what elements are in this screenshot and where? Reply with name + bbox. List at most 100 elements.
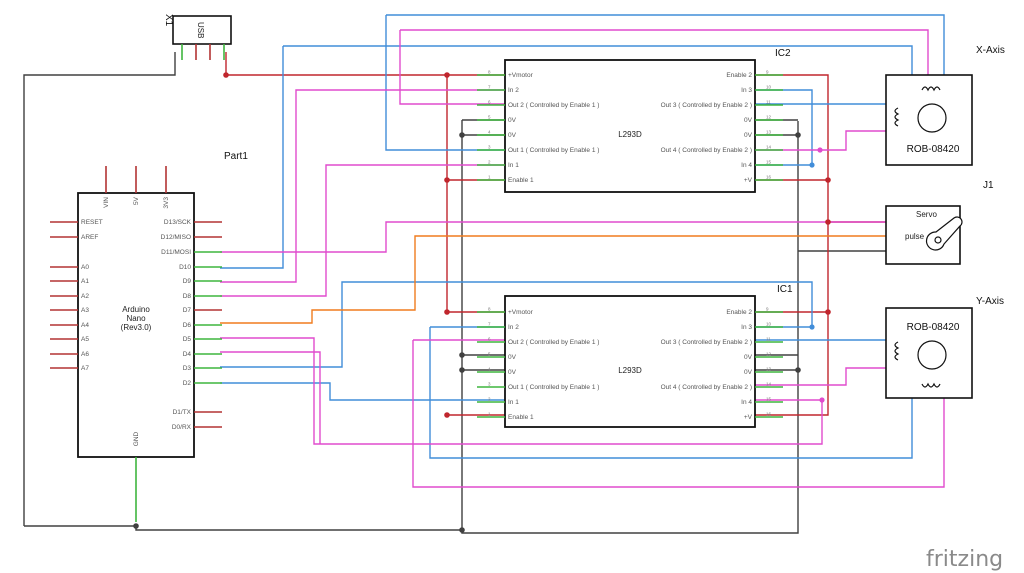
chip-pin-number: 16 bbox=[766, 175, 772, 180]
chip-pin-number: 14 bbox=[766, 145, 772, 150]
chip-pin-number: 15 bbox=[766, 397, 772, 402]
ic1-ref: IC1 bbox=[777, 284, 793, 295]
arduino-pin-label: RESET bbox=[81, 219, 103, 226]
arduino-name-line: (Rev3.0) bbox=[121, 323, 152, 332]
chip-pin-label: 0V bbox=[508, 369, 517, 376]
chip-pin-number: 7 bbox=[488, 322, 491, 327]
arduino-pin-label: AREF bbox=[81, 234, 98, 241]
chip-pin-number: 11 bbox=[766, 100, 771, 105]
ic2-body bbox=[504, 59, 756, 193]
chip-pin-label: 0V bbox=[744, 369, 753, 376]
arduino-right-pins: D13/SCKD12/MISOD11/MOSID10D9D8D7D6D5D4D3… bbox=[161, 219, 222, 431]
chip-pin-label: Out 3 ( Controlled by Enable 2 ) bbox=[661, 102, 752, 109]
wires bbox=[23, 14, 945, 534]
chip-pin-label: +V bbox=[744, 177, 753, 184]
arduino-pin-label: A3 bbox=[81, 307, 89, 314]
arduino-pin-label: 5V bbox=[133, 196, 140, 205]
stepper-x-axis[interactable]: X-Axis ROB-08420 bbox=[885, 45, 1005, 166]
usb-connector-x1[interactable]: X1 USB bbox=[163, 14, 232, 60]
chip-pin-number: 4 bbox=[488, 130, 491, 135]
chip-pin-label: 0V bbox=[508, 132, 517, 139]
chip-pin-label: In 4 bbox=[741, 399, 752, 406]
usb-body bbox=[172, 15, 232, 45]
chip-pin-label: Out 3 ( Controlled by Enable 2 ) bbox=[661, 339, 752, 346]
chip-pin-label: Enable 1 bbox=[508, 414, 534, 421]
junction-dot bbox=[459, 352, 465, 358]
chip-pin-label: Out 1 ( Controlled by Enable 1 ) bbox=[508, 147, 599, 154]
chip-pin-label: 0V bbox=[508, 354, 517, 361]
junction-dot bbox=[825, 219, 831, 225]
chip-pin-label: In 3 bbox=[741, 324, 752, 331]
arduino-pin-label: VIN bbox=[103, 197, 110, 208]
arduino-pin-label: A0 bbox=[81, 264, 89, 271]
blue-wires bbox=[220, 14, 945, 459]
chip-pin-label: In 1 bbox=[508, 162, 519, 169]
coil-icon bbox=[921, 86, 941, 92]
chip-pin-label: +V bbox=[744, 414, 753, 421]
chip-pin-label: In 4 bbox=[741, 162, 752, 169]
coil-icon bbox=[921, 382, 941, 388]
junction-dot bbox=[825, 309, 831, 315]
arduino-pin-label: D2 bbox=[183, 380, 192, 387]
junction-dot bbox=[444, 412, 450, 418]
chip-pin-label: 0V bbox=[508, 117, 517, 124]
arduino-pin-label: D13/SCK bbox=[164, 219, 192, 226]
arduino-bottom-pin: GND bbox=[133, 431, 140, 522]
chip-pin-number: 13 bbox=[766, 367, 772, 372]
chip-pin-number: 12 bbox=[766, 352, 772, 357]
arduino-pin-label: A5 bbox=[81, 336, 89, 343]
chip-pin-number: 2 bbox=[488, 160, 491, 165]
coil-icon bbox=[894, 341, 900, 361]
arduino-pin-label: D3 bbox=[183, 365, 192, 372]
chip-pin-label: Out 4 ( Controlled by Enable 2 ) bbox=[661, 384, 752, 391]
chip-pin-label: Enable 1 bbox=[508, 177, 534, 184]
chip-pin-label: Out 4 ( Controlled by Enable 2 ) bbox=[661, 147, 752, 154]
junction-dot bbox=[817, 147, 823, 153]
chip-pin-number: 6 bbox=[488, 337, 491, 342]
chip-pin-label: In 2 bbox=[508, 87, 519, 94]
arduino-pin-label: A4 bbox=[81, 322, 89, 329]
chip-pin-label: In 2 bbox=[508, 324, 519, 331]
servo-j1[interactable]: J1 Servo pulse bbox=[885, 180, 994, 265]
chip-pin-number: 8 bbox=[488, 307, 491, 312]
fritzing-logo: fritzing bbox=[926, 547, 1003, 572]
arduino-ref: Part1 bbox=[224, 151, 248, 162]
usb-label: USB bbox=[196, 22, 205, 38]
chip-pin-label: 0V bbox=[744, 117, 753, 124]
chip-pin-label: Enable 2 bbox=[726, 309, 752, 316]
coil-icon bbox=[894, 107, 900, 127]
chip-pin-number: 5 bbox=[488, 115, 491, 120]
arduino-pin-label: D11/MOSI bbox=[161, 249, 191, 256]
arduino-pin-label: D9 bbox=[183, 278, 192, 285]
chip-pin-label: +Vmotor bbox=[508, 72, 534, 79]
chip-pin-number: 6 bbox=[488, 100, 491, 105]
junction-dot bbox=[444, 309, 450, 315]
chip-pin-number: 13 bbox=[766, 130, 772, 135]
ic1-body bbox=[504, 295, 756, 428]
junctions bbox=[133, 72, 831, 533]
junction-dot bbox=[444, 177, 450, 183]
arduino-pin-label: A7 bbox=[81, 365, 89, 372]
junction-dot bbox=[223, 72, 229, 78]
chip-pin-number: 16 bbox=[766, 412, 772, 417]
chip-pin-number: 9 bbox=[766, 307, 769, 312]
junction-dot bbox=[825, 177, 831, 183]
chip-pin-label: 0V bbox=[744, 354, 753, 361]
arduino-pin-label: A2 bbox=[81, 293, 89, 300]
arduino-pin-label: D12/MISO bbox=[161, 234, 191, 241]
chip-pin-number: 15 bbox=[766, 160, 772, 165]
chip-pin-number: 9 bbox=[766, 70, 769, 75]
junction-dot bbox=[819, 397, 825, 403]
stepper-y-axis[interactable]: Y-Axis ROB-08420 bbox=[885, 296, 1004, 399]
pink-wires bbox=[220, 29, 945, 488]
stepper-x-name: ROB-08420 bbox=[907, 144, 960, 155]
arduino-name-line: Arduino bbox=[122, 305, 150, 314]
junction-dot bbox=[809, 162, 815, 168]
chip-pin-number: 3 bbox=[488, 382, 491, 387]
x1-ref: X1 bbox=[163, 14, 174, 27]
